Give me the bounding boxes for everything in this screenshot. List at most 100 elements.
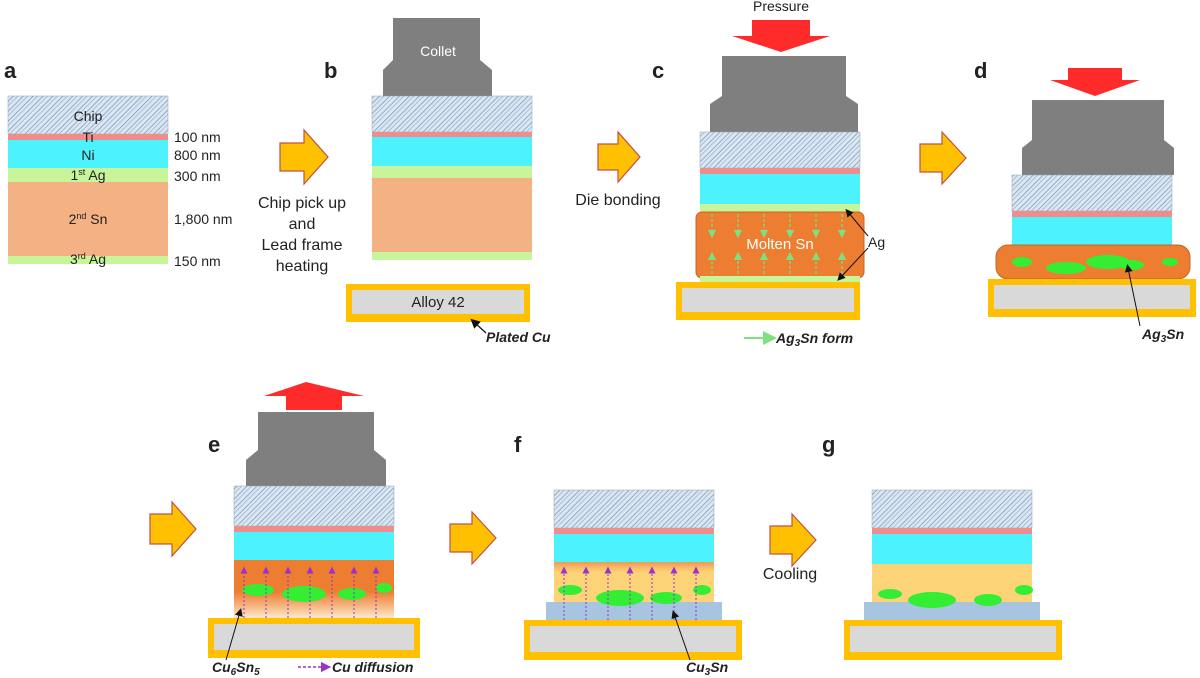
lift-arrow-icon — [264, 382, 364, 410]
molten-sn-label: Molten Sn — [746, 236, 814, 253]
ti-layer — [872, 528, 1032, 534]
ni-layer — [8, 140, 168, 168]
panel-label-c: c — [652, 58, 664, 83]
svg-text:Chip pick up: Chip pick up — [258, 195, 346, 212]
chip-layer — [871, 489, 1033, 529]
ag1-thickness: 300 nm — [174, 168, 221, 184]
cu-diffusion-label: Cu diffusion — [332, 659, 413, 675]
svg-text:Lead frame: Lead frame — [262, 237, 343, 254]
ag1-label: 1st Ag — [70, 167, 105, 183]
pickup-step-text: Chip pick up and Lead frame heating — [258, 195, 346, 275]
ag3sn-pointer — [1124, 264, 1141, 327]
cu-diffusion-arrows — [240, 566, 380, 618]
panel-label-f: f — [514, 432, 522, 457]
ag-pointer-bottom — [837, 247, 869, 281]
panel-label-g: g — [822, 432, 835, 457]
ni-layer — [700, 174, 860, 204]
ni-layer — [234, 532, 394, 560]
plated-cu-label: Plated Cu — [486, 329, 551, 345]
step-arrow-icon — [597, 130, 641, 184]
step-arrow-icon — [449, 510, 497, 566]
ni-layer — [872, 534, 1032, 564]
panel-label-d: d — [974, 58, 987, 83]
panel-e: e Cu6Sn5 Cu diffusion — [208, 382, 420, 678]
ti-layer — [8, 134, 168, 140]
ni-label: Ni — [81, 147, 94, 163]
sn2-thickness: 1,800 nm — [174, 211, 232, 227]
collet-label: Collet — [420, 43, 456, 59]
ti-layer — [234, 526, 394, 532]
panel-label-e: e — [208, 432, 220, 457]
panel-d: d Ag3Sn — [974, 58, 1196, 345]
ag3-label: 3rd Ag — [70, 251, 106, 267]
panel-g: g — [822, 432, 1062, 660]
ag3sn-growth-arrows — [707, 214, 847, 274]
sn2-layer — [372, 178, 532, 252]
step-arrow-icon — [279, 128, 329, 186]
ni-thickness: 800 nm — [174, 147, 221, 163]
ti-thickness: 100 nm — [174, 129, 221, 145]
alloy42-core — [352, 290, 524, 314]
alloy42-core — [530, 626, 736, 652]
ti-layer — [1012, 211, 1172, 217]
ti-layer — [554, 528, 714, 534]
step-arrow-icon — [149, 500, 197, 558]
cu3sn-layer — [864, 602, 1040, 620]
panel-a: a Chip Ti Ni 1st Ag 2nd Sn 3rd Ag 100 nm… — [4, 58, 232, 269]
svg-text:heating: heating — [276, 258, 329, 275]
ag-label: Ag — [868, 234, 885, 250]
ag3-thickness: 150 nm — [174, 253, 221, 269]
chip-layer — [7, 95, 169, 135]
ag3-layer — [700, 276, 860, 282]
ag3sn-form-label: Ag3Sn form — [775, 330, 853, 349]
ni-layer — [1012, 217, 1172, 245]
alloy42-core — [682, 288, 854, 312]
ti-layer — [700, 168, 860, 174]
ni-layer — [372, 137, 532, 166]
chip-layer — [371, 95, 533, 133]
ag3-layer — [8, 256, 168, 264]
ni-layer — [554, 534, 714, 562]
ag3sn-particles — [242, 583, 392, 602]
ti-label: Ti — [82, 129, 93, 145]
cu6sn5-pointer — [225, 608, 243, 661]
alloy42-core — [850, 626, 1056, 652]
die-bonding-step-text: Die bonding — [575, 192, 660, 209]
cu3sn-label: Cu3Sn — [686, 659, 728, 678]
svg-text:and: and — [289, 216, 316, 233]
ag3sn-particles — [1012, 255, 1178, 274]
alloy42-core — [214, 624, 414, 650]
alloy42-core — [994, 285, 1190, 309]
step-arrow-icon — [769, 512, 817, 568]
ag-pointer-top — [845, 208, 869, 237]
collet-icon — [710, 56, 858, 132]
ag3sn-label: Ag3Sn — [1141, 326, 1184, 345]
panel-c: c Pressure Molten Sn Ag — [652, 0, 885, 349]
collet-icon — [1022, 100, 1174, 175]
chip-layer — [699, 131, 861, 169]
panel-label-a: a — [4, 58, 17, 83]
ag1-layer — [372, 166, 532, 178]
step-arrow-icon — [919, 130, 967, 186]
ti-layer — [372, 132, 532, 137]
cooling-step-text: Cooling — [763, 566, 817, 583]
ag3-layer — [372, 252, 532, 260]
cu3sn-pointer — [671, 610, 691, 661]
panel-label-b: b — [324, 58, 337, 83]
sn2-layer — [8, 182, 168, 256]
ag1-layer — [700, 204, 860, 212]
pressure-arrow-icon — [732, 20, 830, 52]
chip-layer — [233, 485, 395, 527]
alloy42-label: Alloy 42 — [411, 294, 464, 311]
pressure-arrow-icon — [1050, 68, 1140, 96]
collet-icon — [246, 412, 386, 486]
chip-layer — [1011, 174, 1173, 212]
cu6sn5-label: Cu6Sn5 — [212, 659, 260, 678]
sn2-label: 2nd Sn — [69, 211, 108, 227]
ag1-layer — [8, 168, 168, 182]
collet-icon — [383, 18, 492, 96]
chip-layer — [553, 489, 715, 529]
pressure-label: Pressure — [753, 0, 809, 14]
ag3sn-particles — [878, 585, 1033, 608]
